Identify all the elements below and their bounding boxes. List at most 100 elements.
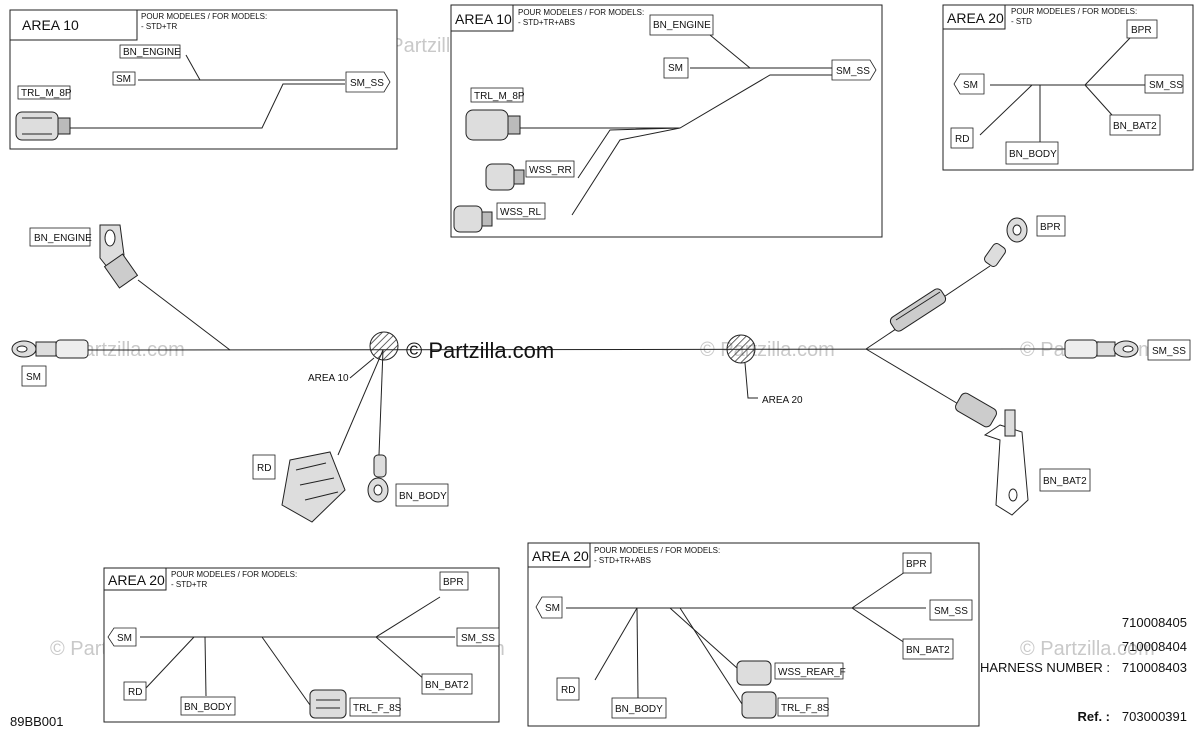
wire [261, 636, 311, 706]
label-tag [953, 73, 985, 95]
leader-line [349, 357, 375, 379]
wire [851, 571, 906, 609]
label-tag [663, 57, 689, 79]
connector-8s-icon [309, 689, 347, 719]
wire-label-sm-ss: SM_SS [934, 606, 968, 617]
area-title-box [103, 567, 167, 591]
wire-label-wss-rr: WSS_RR [529, 165, 572, 176]
label-tag [1144, 74, 1184, 94]
wire [518, 74, 832, 129]
label-tag [112, 71, 136, 86]
models-list: - STD+TR [141, 22, 177, 31]
wire-label-bn-bat2: BN_BAT2 [425, 680, 469, 691]
watermark-text: © Partzilla.com [700, 339, 835, 361]
models-heading: POUR MODELES / FOR MODELS: [171, 570, 297, 579]
label-tag [950, 127, 974, 149]
wire-label-bpr: BPR [1040, 222, 1061, 233]
wire [636, 607, 639, 699]
label-tag [119, 44, 181, 59]
wire-label-wss-rear: WSS_REAR_F [778, 667, 846, 678]
wire-label-bpr: BPR [906, 559, 927, 570]
wire-label-trl: TRL_F_8S [781, 703, 830, 714]
area-title-box [450, 4, 514, 32]
label-tag [525, 160, 575, 178]
label-tag [421, 673, 473, 695]
models-heading: POUR MODELES / FOR MODELS: [594, 546, 720, 555]
wire [204, 636, 207, 697]
label-tag [1147, 339, 1191, 361]
harness-number: 710008403 [1122, 660, 1187, 675]
watermark-text: © Partzilla.com [1020, 638, 1155, 660]
label-tag [611, 697, 667, 719]
wire [337, 349, 384, 456]
reference-number: 703000391 [1122, 709, 1187, 724]
wire [679, 607, 743, 705]
part-number: 710008404 [1122, 639, 1187, 654]
wire-label-rd: RD [257, 463, 271, 474]
wire [577, 127, 681, 179]
wire [375, 596, 441, 638]
ring-terminal-icon [367, 454, 389, 503]
wire [865, 348, 961, 406]
label-tag [349, 697, 401, 717]
ring-terminal-icon [984, 217, 1028, 267]
label-tag [123, 681, 147, 701]
connector-rd-icon [281, 451, 346, 523]
watermark-main: © Partzilla.com [406, 338, 554, 363]
area-title: AREA 20 [947, 10, 1004, 26]
wire-label-trl: TRL_M_8P [21, 88, 72, 99]
inset-area10-std-tr: AREA 10 POUR MODELES / FOR MODELS: - STD… [9, 9, 398, 150]
label-tag [496, 202, 546, 220]
wire-label-bn-engine: BN_ENGINE [123, 47, 181, 58]
ring-terminal-icon [99, 224, 139, 289]
sensor-connector-icon [736, 660, 772, 686]
area-20-marker [726, 334, 756, 364]
wire [979, 84, 1033, 136]
wire [378, 349, 384, 456]
label-tag [1126, 19, 1158, 39]
wire [185, 54, 201, 81]
wire-label-bn-body: BN_BODY [1009, 149, 1057, 160]
label-tag [21, 365, 47, 387]
label-tag [107, 627, 137, 647]
label-tag [1005, 141, 1059, 165]
wire-label-bn-bat2: BN_BAT2 [1043, 476, 1087, 487]
wire [375, 636, 426, 681]
area-title-box [527, 542, 591, 568]
wire-label-sm-ss: SM_SS [1149, 80, 1183, 91]
wire [145, 636, 195, 689]
wire-label-rd: RD [561, 685, 575, 696]
wire [1084, 37, 1131, 86]
part-numbers: 710008405 710008404 HARNESS NUMBER : 710… [10, 615, 1187, 729]
ring-terminal-icon [11, 339, 89, 359]
wire-label-sm: SM [117, 633, 132, 644]
label-tag [1109, 114, 1161, 136]
label-tag [902, 638, 954, 660]
label-tag [929, 599, 973, 621]
connector-8s-icon [741, 691, 777, 719]
label-tag [456, 627, 500, 647]
wire [669, 607, 738, 669]
label-tag [252, 454, 276, 480]
inset-area20-std-tr: AREA 20 POUR MODELES / FOR MODELS: - STD… [103, 567, 500, 723]
area-title: AREA 20 [108, 572, 165, 588]
models-heading: POUR MODELES / FOR MODELS: [1011, 7, 1137, 16]
wire-label-bn-bat2: BN_BAT2 [906, 645, 950, 656]
wire-label-sm: SM [668, 63, 683, 74]
label-tag [774, 662, 844, 680]
label-tag [1039, 468, 1091, 492]
wire [571, 127, 681, 216]
wire-label-bn-bat2: BN_BAT2 [1113, 121, 1157, 132]
label-tag [649, 14, 714, 36]
label-tag [535, 596, 563, 619]
main-harness: BN_ENGINE SM AREA 10 © Partzilla.com RD [11, 215, 1191, 523]
area-title: AREA 10 [455, 11, 512, 27]
area-10-label: AREA 10 [308, 373, 349, 384]
label-tag [17, 85, 71, 100]
wire-label-trl: TRL_M_8P [474, 91, 525, 102]
ring-terminal-icon [1064, 339, 1139, 359]
models-list: - STD+TR+ABS [518, 18, 575, 27]
wire-label-sm: SM [116, 74, 131, 85]
area-title: AREA 10 [22, 17, 79, 33]
